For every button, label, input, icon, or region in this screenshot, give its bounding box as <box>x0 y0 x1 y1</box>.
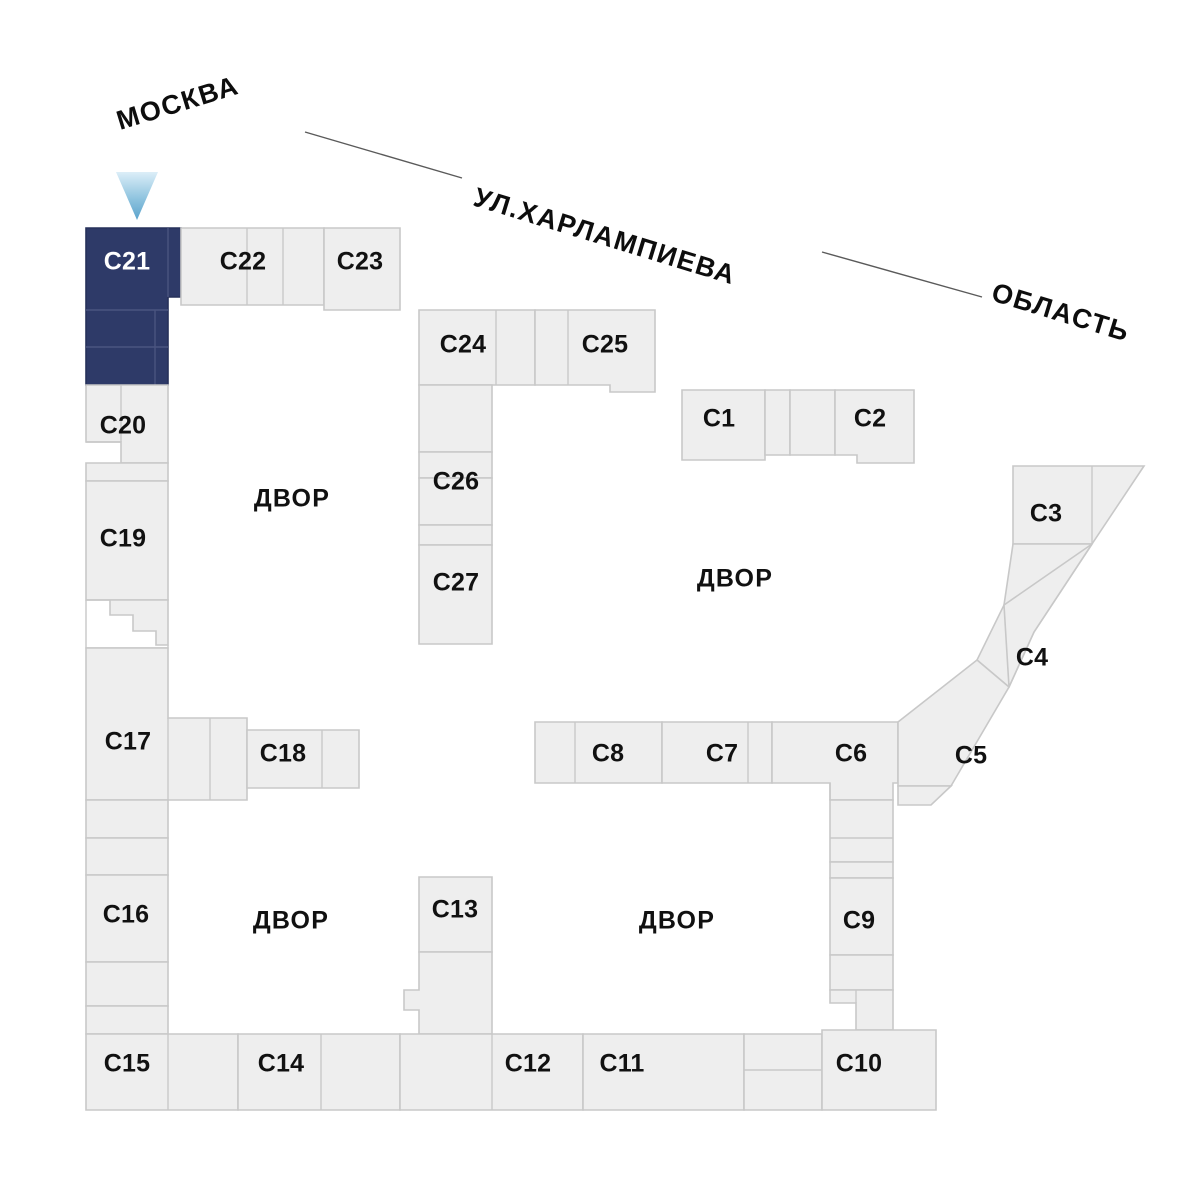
building-block-c20b[interactable] <box>85 462 169 482</box>
building-blocks-layer <box>85 227 1146 1111</box>
block-label-c8: C8 <box>592 740 624 768</box>
block-label-c9: C9 <box>843 907 875 935</box>
block-label-c21: C21 <box>104 248 150 276</box>
block-label-c24: C24 <box>440 331 486 359</box>
building-block-c4wide[interactable] <box>1003 543 1093 688</box>
building-block-c16d[interactable] <box>85 1005 169 1035</box>
building-block-c2a[interactable] <box>789 389 836 456</box>
block-label-c16: C16 <box>103 901 149 929</box>
street-leader-line <box>821 251 983 298</box>
street-labels-layer: МОСКВА УЛ.ХАРЛАМПИЕВА ОБЛАСТЬ <box>113 70 1134 347</box>
block-label-c11: C11 <box>599 1050 644 1078</box>
yard-label-yard-sw: ДВОР <box>253 907 329 935</box>
yard-label-yard-ne: ДВОР <box>697 565 773 593</box>
yard-label-yard-se: ДВОР <box>639 907 715 935</box>
block-label-c23: C23 <box>337 248 383 276</box>
building-block-c16c[interactable] <box>85 961 169 1007</box>
block-label-c6: C6 <box>835 740 867 768</box>
building-block-c27[interactable] <box>418 544 493 645</box>
building-block-c26a[interactable] <box>418 384 493 453</box>
block-label-c15: C15 <box>104 1050 150 1078</box>
location-marker-layer[interactable] <box>116 172 158 220</box>
street-label-street: УЛ.ХАРЛАМПИЕВА <box>470 182 739 290</box>
block-label-c3: C3 <box>1030 500 1062 528</box>
building-block-c13b[interactable] <box>403 951 493 1035</box>
street-label-oblast: ОБЛАСТЬ <box>988 277 1133 347</box>
block-label-c5: C5 <box>955 742 987 770</box>
building-block-c11b[interactable] <box>743 1033 823 1111</box>
building-block-c17[interactable] <box>85 647 248 801</box>
street-leader-lines <box>304 131 983 298</box>
building-block-c6tail[interactable] <box>829 799 894 863</box>
street-label-moskva: МОСКВА <box>113 70 242 136</box>
building-block-c10[interactable] <box>821 1029 937 1111</box>
block-label-c19: C19 <box>100 525 146 553</box>
block-label-c27: C27 <box>433 569 479 597</box>
yard-label-yard-nw: ДВОР <box>254 485 330 513</box>
yard-labels-layer: ДВОР ДВОР ДВОР ДВОР <box>253 485 773 935</box>
street-leader-line <box>304 131 463 179</box>
block-label-c12: C12 <box>505 1050 551 1078</box>
location-marker[interactable] <box>116 172 158 220</box>
building-block-c2[interactable] <box>834 389 915 464</box>
building-block-c1[interactable] <box>681 389 766 461</box>
block-label-c10: C10 <box>836 1050 882 1078</box>
building-block-c16b[interactable] <box>85 837 169 876</box>
building-block-c9a[interactable] <box>829 861 894 879</box>
block-label-c1: C1 <box>703 405 735 433</box>
block-label-c17: C17 <box>105 728 151 756</box>
building-block-c9c[interactable] <box>829 989 894 1031</box>
block-label-c26: C26 <box>433 468 479 496</box>
block-label-c4: C4 <box>1016 644 1048 672</box>
building-block-c19b[interactable] <box>86 599 169 646</box>
building-block-c23[interactable] <box>323 227 401 311</box>
building-block-c16a[interactable] <box>85 799 169 839</box>
building-block-c26c[interactable] <box>418 524 493 546</box>
block-label-c20: C20 <box>100 412 146 440</box>
block-label-c2: C2 <box>854 405 886 433</box>
building-block-c25[interactable] <box>534 309 656 393</box>
block-label-c22: C22 <box>220 248 266 276</box>
block-label-c25: C25 <box>582 331 628 359</box>
block-label-c18: C18 <box>260 740 306 768</box>
block-label-c14: C14 <box>258 1050 304 1078</box>
block-label-c7: C7 <box>706 740 738 768</box>
building-block-c1b[interactable] <box>764 389 791 456</box>
building-block-c5b[interactable] <box>897 785 954 806</box>
building-block-c9b[interactable] <box>829 954 894 991</box>
building-block-c5[interactable] <box>897 658 1011 787</box>
block-label-c13: C13 <box>432 896 478 924</box>
